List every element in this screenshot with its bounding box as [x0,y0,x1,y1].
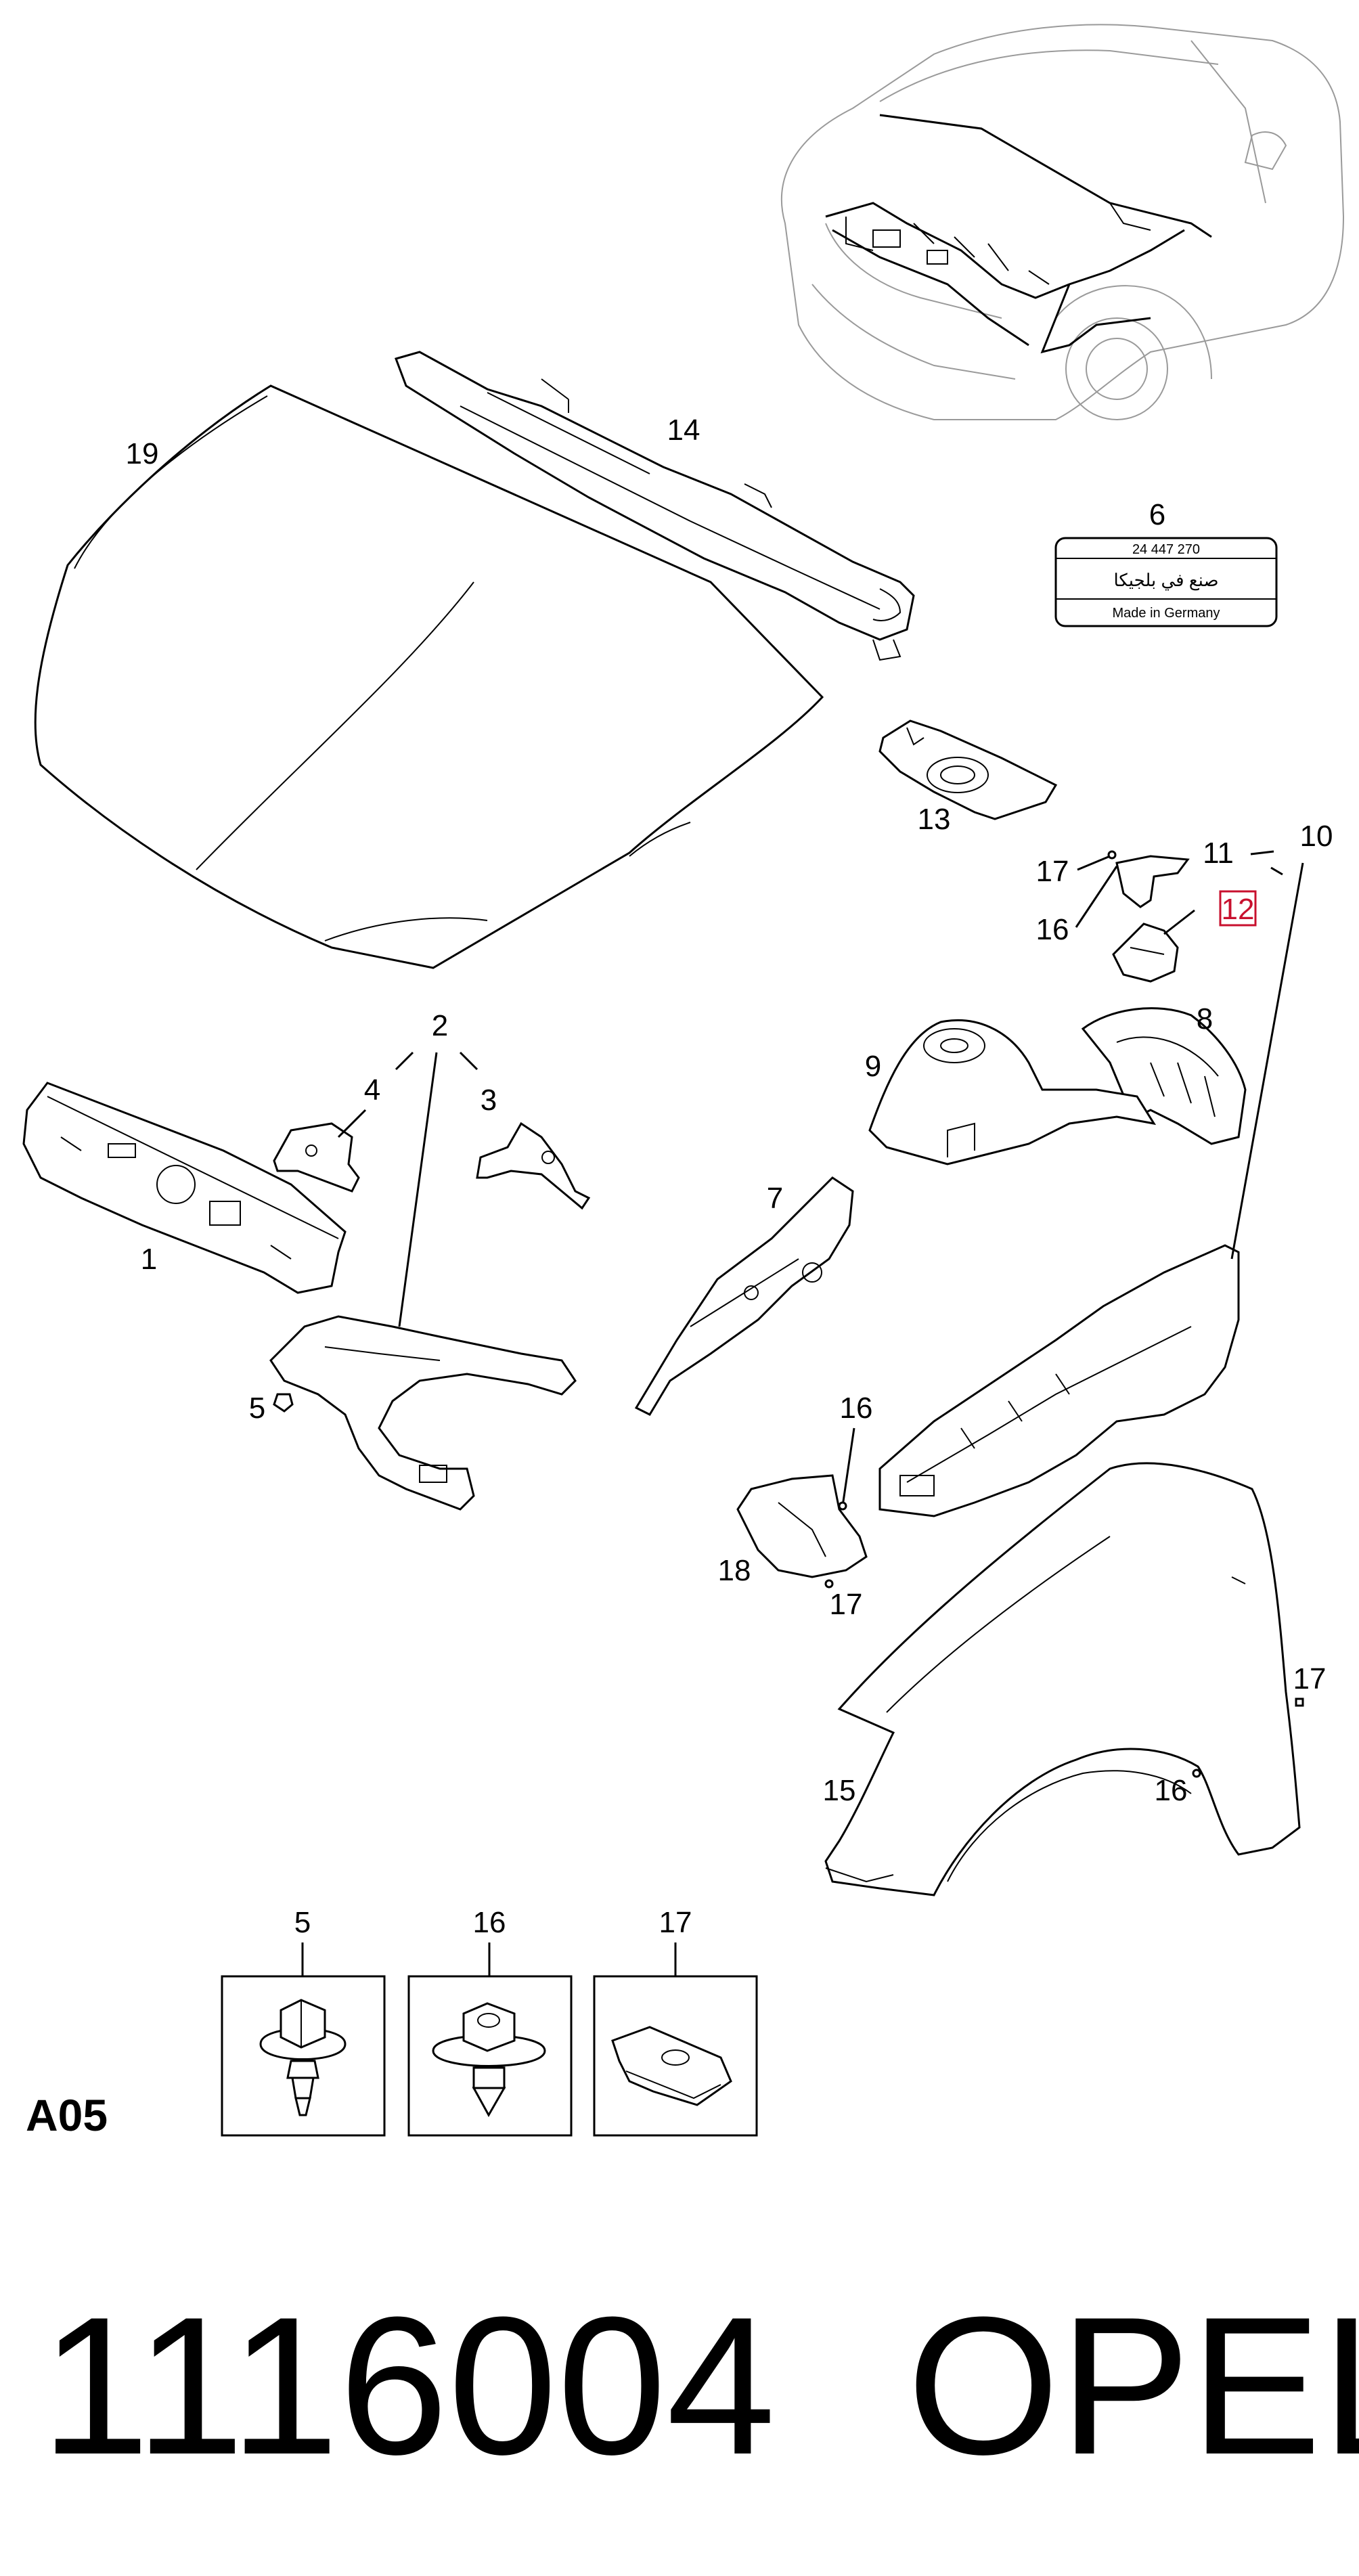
crossmember-part-1 [22,1082,347,1294]
callout-12: 12 [1222,893,1255,926]
callout-1: 1 [141,1243,157,1276]
strut-tower-part-9 [868,1019,1157,1165]
bracket-part-13 [878,719,1058,820]
callout-15: 15 [823,1774,856,1807]
fastener-box-5: 5 [221,1906,386,2137]
part-number: 1116004 [41,2276,776,2495]
callout-17-middle: 17 [830,1588,863,1621]
fastener-box-16: 16 [407,1906,573,2137]
flange-bolt-icon [259,1999,347,2116]
bracket-part-11 [1115,855,1190,908]
clip-nut-icon [611,2026,732,2106]
fastener-box-17: 17 [593,1906,758,2137]
car-overview-illustration [780,24,1345,420]
wheelhouse-liner-part-8 [1081,1007,1247,1145]
support-bracket-part-2 [269,1315,577,1511]
bracket-part-18 [736,1474,868,1578]
callout-16-fender: 16 [1155,1774,1188,1807]
callout-2: 2 [432,1009,448,1042]
brand-name: OPEL [907,2276,1359,2495]
bracket-part-3 [476,1122,591,1210]
callout-16-top: 16 [1036,913,1069,946]
fastener-16-callout: 16 [473,1906,506,1939]
callout-17-fender: 17 [1293,1662,1327,1695]
callout-9: 9 [865,1050,881,1083]
callout-11: 11 [1203,837,1234,870]
section-code: A05 [26,2090,108,2140]
fastener-17-callout: 17 [659,1906,692,1939]
callout-12-highlight [1219,890,1257,927]
callout-5: 5 [249,1392,265,1425]
callout-14: 14 [667,414,700,447]
bolt-part-5-instance [273,1393,294,1413]
label-plate-arabic-text: صنع في بلجيكا [1113,570,1218,591]
callout-13: 13 [918,803,951,836]
self-tapping-screw-icon [432,2002,546,2118]
fastener-5-callout: 5 [294,1906,311,1939]
label-plate-number: 24 447 270 [1132,542,1200,557]
bracket-part-12 [1112,923,1179,983]
inner-panel-part-7 [634,1176,854,1416]
callout-3: 3 [481,1084,497,1117]
side-member-part-10 [878,1244,1240,1517]
callout-10: 10 [1300,820,1333,853]
callout-6: 6 [1149,498,1165,531]
bracket-part-4 [273,1122,360,1193]
callout-4: 4 [364,1073,380,1107]
label-plate-made-in: Made in Germany [1113,606,1220,621]
label-plate: 6 24 447 270 صنع في بلجيكا Made in Germa… [1054,498,1278,627]
callout-19: 19 [126,437,159,470]
callout-16-middle: 16 [840,1392,873,1425]
hood-part-19 [34,384,824,969]
callout-18: 18 [718,1554,751,1587]
front-fender-part-15 [824,1462,1301,1896]
callout-17-top: 17 [1036,855,1069,888]
callout-8: 8 [1197,1002,1213,1036]
cowl-panel-part-14 [395,351,915,661]
callout-7: 7 [767,1182,783,1215]
